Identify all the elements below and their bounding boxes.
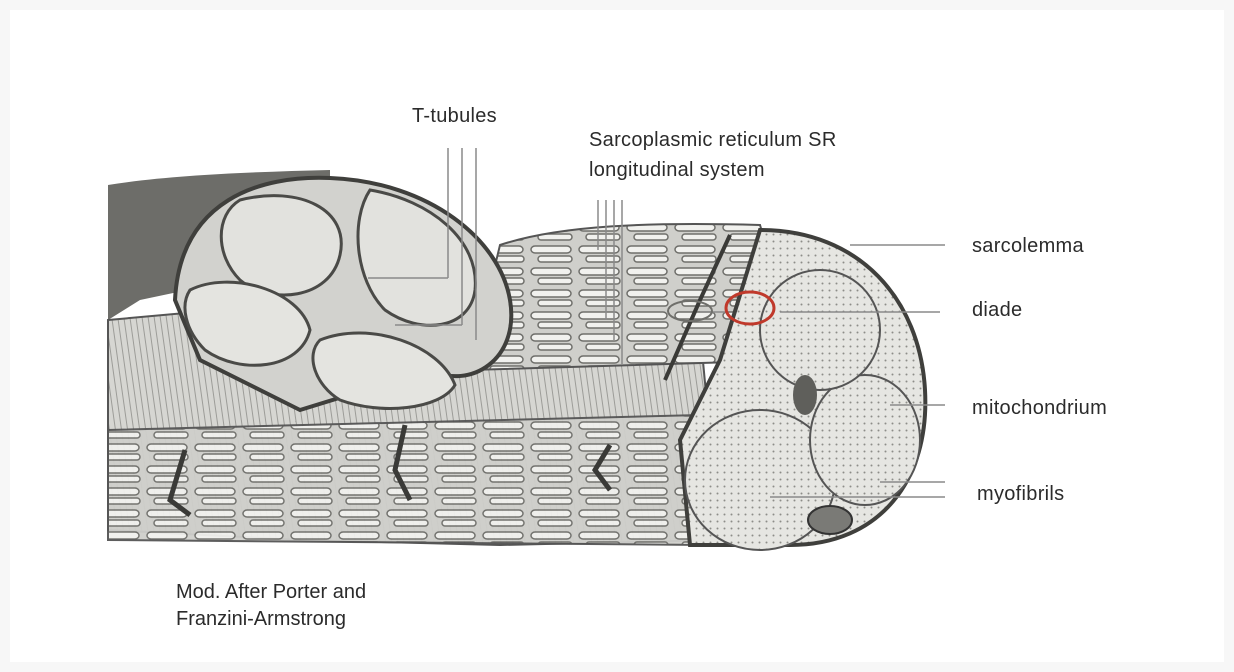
sr-network-lower [108, 415, 705, 545]
caption-line1: Mod. After Porter and [176, 579, 366, 606]
label-myofibrils: myofibrils [977, 481, 1064, 507]
label-t-tubules: T-tubules [412, 103, 497, 129]
caption-line2: Franzini-Armstrong [176, 606, 366, 633]
label-sr-line2: longitudinal system [589, 157, 765, 183]
label-sarcolemma: sarcolemma [972, 233, 1084, 259]
label-mitochondrium: mitochondrium [972, 395, 1107, 421]
figure-caption: Mod. After Porter and Franzini-Armstrong [176, 579, 366, 633]
label-diade: diade [972, 297, 1022, 323]
label-sr-line1: Sarcoplasmic reticulum SR [589, 127, 837, 153]
